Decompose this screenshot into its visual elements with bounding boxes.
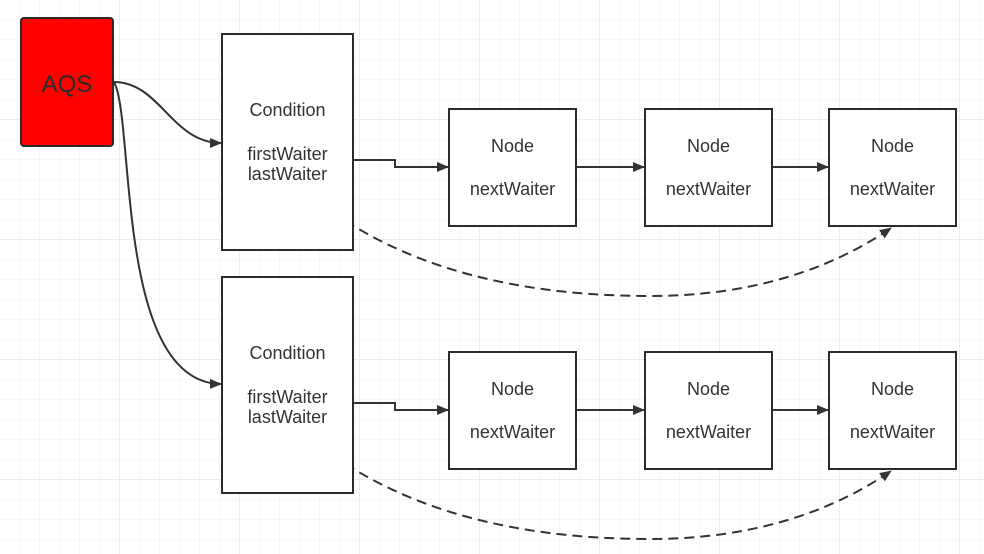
- node-title: Node: [870, 136, 915, 156]
- aqs-label: AQS: [41, 71, 93, 98]
- node-box: Node nextWaiter: [644, 108, 773, 227]
- node-box: Node nextWaiter: [644, 351, 773, 470]
- next-waiter-field: nextWaiter: [469, 179, 556, 199]
- next-waiter-field: nextWaiter: [849, 179, 936, 199]
- first-waiter-arrow-2: [340, 402, 449, 415]
- aqs-to-condition-2-arrow: [113, 81, 222, 389]
- next-waiter-field: nextWaiter: [469, 422, 556, 442]
- first-waiter-field: firstWaiter: [247, 144, 328, 164]
- next-waiter-field: nextWaiter: [665, 179, 752, 199]
- next-waiter-field: nextWaiter: [665, 422, 752, 442]
- condition-box-2: Condition firstWaiter lastWaiter: [221, 276, 354, 494]
- condition-title: Condition: [249, 100, 326, 120]
- node-box: Node nextWaiter: [448, 351, 577, 470]
- node-title: Node: [870, 379, 915, 399]
- last-waiter-arrow-1: [294, 181, 892, 298]
- condition-box-1: Condition firstWaiter lastWaiter: [221, 33, 354, 251]
- last-waiter-field: lastWaiter: [247, 164, 328, 184]
- node-title: Node: [686, 379, 731, 399]
- first-waiter-field: firstWaiter: [247, 387, 328, 407]
- first-waiter-arrow-1: [340, 159, 449, 172]
- aqs-box: AQS: [20, 17, 114, 147]
- next-waiter-field: nextWaiter: [849, 422, 936, 442]
- node-box: Node nextWaiter: [828, 108, 957, 227]
- aqs-to-condition-1-arrow: [113, 81, 222, 148]
- last-waiter-field: lastWaiter: [247, 407, 328, 427]
- last-waiter-arrow-2: [294, 424, 892, 541]
- condition-title: Condition: [249, 343, 326, 363]
- node-title: Node: [490, 379, 535, 399]
- node-box: Node nextWaiter: [448, 108, 577, 227]
- node-title: Node: [686, 136, 731, 156]
- node-title: Node: [490, 136, 535, 156]
- node-box: Node nextWaiter: [828, 351, 957, 470]
